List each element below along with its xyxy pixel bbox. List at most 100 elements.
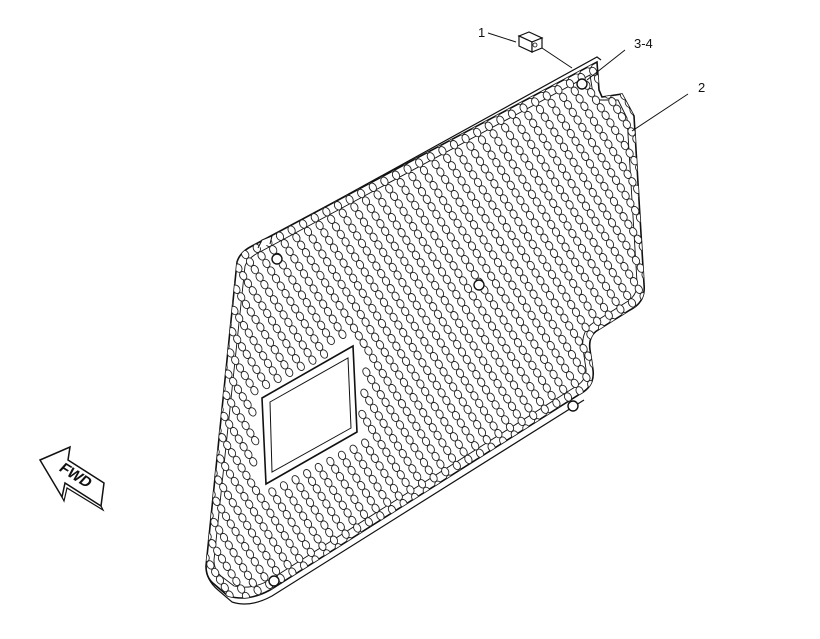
perforation-hole [206, 260, 210, 270]
perforation-hole [420, 507, 429, 518]
leader-callout-3-4 [586, 49, 626, 81]
perforation-hole [206, 268, 215, 278]
perforation-hole [309, 576, 318, 586]
perforation-hole [620, 432, 629, 443]
perforation-hole [248, 407, 257, 417]
perforation-hole [619, 383, 629, 393]
perforation-hole [527, 481, 537, 492]
perforation-hole [473, 469, 483, 480]
perforation-hole [460, 497, 469, 507]
perforation-hole [643, 370, 645, 381]
perforation-hole [390, 533, 399, 544]
perforation-hole [365, 567, 374, 577]
perforation-hole [474, 519, 483, 530]
perforation-hole [560, 484, 569, 495]
perforation-hole [631, 84, 640, 95]
perforation-hole [555, 477, 565, 487]
perforation-hole [321, 570, 330, 580]
leader-part1-to-panel [541, 47, 573, 69]
perforation-hole [488, 492, 497, 502]
perforation-hole [319, 591, 328, 598]
perforation-hole [644, 178, 654, 189]
perforation-hole [360, 559, 369, 569]
perforation-hole [579, 464, 588, 475]
perforation-hole [479, 527, 488, 537]
perforation-hole [214, 354, 223, 364]
perforation-hole [375, 582, 384, 592]
perforation-hole [497, 457, 506, 468]
perforation-hole [643, 420, 645, 431]
perforation-hole [613, 396, 622, 407]
perforation-hole [638, 71, 645, 81]
perforation-hole [641, 392, 645, 402]
perforation-hole [637, 434, 645, 444]
perforation-hole [197, 302, 207, 313]
perforation-hole [516, 487, 525, 498]
mounting-hole-top-left [271, 253, 283, 265]
perforation-hole [523, 474, 532, 484]
perforation-hole [215, 283, 225, 293]
perforation-hole [332, 564, 341, 574]
perforation-hole [274, 594, 283, 598]
perforation-hole [551, 469, 560, 479]
perforation-hole [222, 269, 231, 279]
leader-callout-1 [487, 32, 517, 43]
perforation-hole [600, 352, 609, 363]
perforation-hole [610, 75, 619, 86]
perforation-hole [601, 402, 610, 413]
perforation-hole [206, 523, 207, 534]
perforation-hole [409, 514, 418, 524]
perforation-hole [615, 425, 625, 435]
perforation-hole [609, 439, 618, 449]
perforation-hole [467, 483, 476, 493]
perforation-hole [374, 532, 383, 542]
perforation-hole [325, 577, 335, 588]
perforation-hole [338, 329, 347, 339]
perforation-hole [446, 524, 455, 534]
callout-3-4-label: 3-4 [634, 36, 653, 51]
perforation-hole [592, 437, 601, 447]
perforation-hole [633, 63, 642, 73]
perforation-hole [614, 325, 623, 335]
perforation-hole [241, 591, 251, 598]
perforation-hole [393, 562, 402, 572]
perforation-hole [548, 440, 557, 451]
perforation-hole [597, 445, 606, 455]
perforation-hole [458, 518, 467, 528]
perforation-hole [439, 538, 449, 548]
perforation-hole [469, 512, 479, 522]
perforation-hole [428, 544, 437, 554]
perforation-hole [467, 533, 477, 543]
perforated-panel [197, 56, 654, 605]
perforation-hole [643, 249, 645, 260]
perforation-hole [206, 439, 215, 449]
perforation-hole [209, 296, 218, 307]
perforation-hole [608, 389, 617, 399]
perforation-hole [206, 473, 207, 484]
perforation-hole [404, 506, 413, 516]
perforation-hole [463, 525, 472, 536]
perforation-hole [574, 457, 583, 467]
perforation-hole [207, 367, 217, 378]
perforation-hole [630, 448, 639, 458]
perforation-hole [335, 593, 344, 598]
rectangular-cutout [261, 344, 358, 486]
perforation-hole [553, 448, 562, 458]
perforation-hole [617, 354, 626, 364]
perforation-hole [224, 248, 233, 258]
perforation-hole [250, 385, 259, 396]
perforation-hole [423, 536, 432, 547]
perforation-hole [421, 557, 430, 568]
perforation-hole [443, 495, 453, 506]
perforation-hole [456, 539, 465, 549]
perforation-hole [623, 340, 633, 350]
mounting-hole-top-right [576, 78, 588, 90]
perforation-hole [583, 472, 593, 482]
perforation-hole [397, 520, 406, 530]
perforation-hole [637, 313, 645, 323]
perforation-hole [326, 335, 335, 346]
perforation-hole [629, 398, 638, 408]
perforation-hole [640, 342, 645, 352]
perforation-hole [642, 199, 645, 210]
